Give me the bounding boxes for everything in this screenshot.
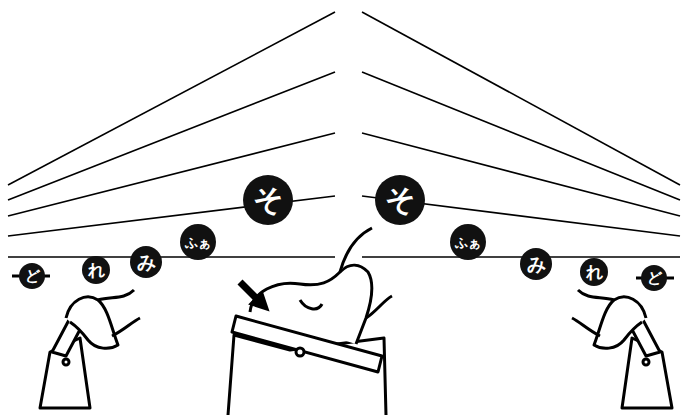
fan-lines <box>8 12 680 257</box>
press-arrow <box>240 282 268 310</box>
solfege-syllable: み <box>527 255 546 274</box>
solfege-syllable: れ <box>88 262 105 279</box>
solfege-syllable: ふぁ <box>185 236 211 249</box>
note-circle: ふぁ <box>450 224 486 260</box>
solfege-syllable: み <box>137 253 156 272</box>
solfege-syllable: ふぁ <box>455 236 481 249</box>
solfege-syllable: ど <box>25 269 40 284</box>
note-circle: そ <box>375 175 425 225</box>
solfege-syllable: そ <box>385 185 416 215</box>
note-circle: れ <box>82 256 110 284</box>
pedal-up <box>572 290 672 408</box>
note-circle: み <box>520 248 552 280</box>
note-circle: ど <box>19 263 45 289</box>
note-circle: そ <box>243 175 293 225</box>
note-circle: ふぁ <box>180 224 216 260</box>
solfege-syllable: れ <box>586 264 603 281</box>
note-circle: み <box>130 246 162 278</box>
solfege-syllable: そ <box>253 185 284 215</box>
solfege-syllable: ど <box>647 271 662 286</box>
pedal-up <box>40 290 140 408</box>
note-circle: れ <box>580 258 608 286</box>
note-circle: ど <box>641 265 667 291</box>
pedal-pressed <box>228 228 392 415</box>
